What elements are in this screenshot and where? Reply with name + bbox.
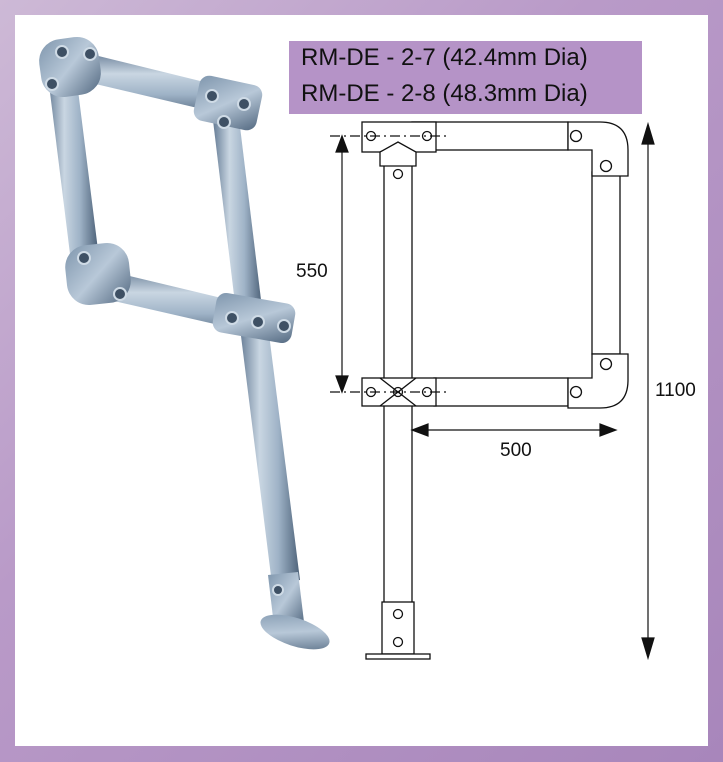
photo-fitting-top-left [39, 36, 101, 98]
product-code-box: RM-DE - 2-7 (42.4mm Dia) RM-DE - 2-8 (48… [289, 41, 642, 114]
drawing-right-rail [591, 171, 621, 355]
photo-post [238, 310, 300, 584]
product-code-line-2: RM-DE - 2-8 (48.3mm Dia) [301, 80, 588, 107]
drawing-post [383, 149, 413, 605]
dim-label-550: 550 [296, 261, 328, 282]
dim-label-1100: 1100 [655, 380, 696, 401]
photo-pipe-left [46, 58, 98, 254]
technical-drawing [330, 121, 629, 660]
product-code-line-1: RM-DE - 2-7 (42.4mm Dia) [301, 44, 588, 71]
drawing-mid-rail [433, 377, 569, 407]
dimension-lines [335, 121, 655, 661]
railing-photo [39, 36, 330, 650]
drawing-top-elbow [567, 121, 629, 177]
drawing-base-plate [365, 653, 431, 660]
drawing-bottom-elbow [567, 353, 629, 409]
photo-base-flange [260, 614, 330, 650]
dim-label-500: 500 [500, 440, 532, 461]
photo-pipe-right-upper [212, 110, 262, 312]
